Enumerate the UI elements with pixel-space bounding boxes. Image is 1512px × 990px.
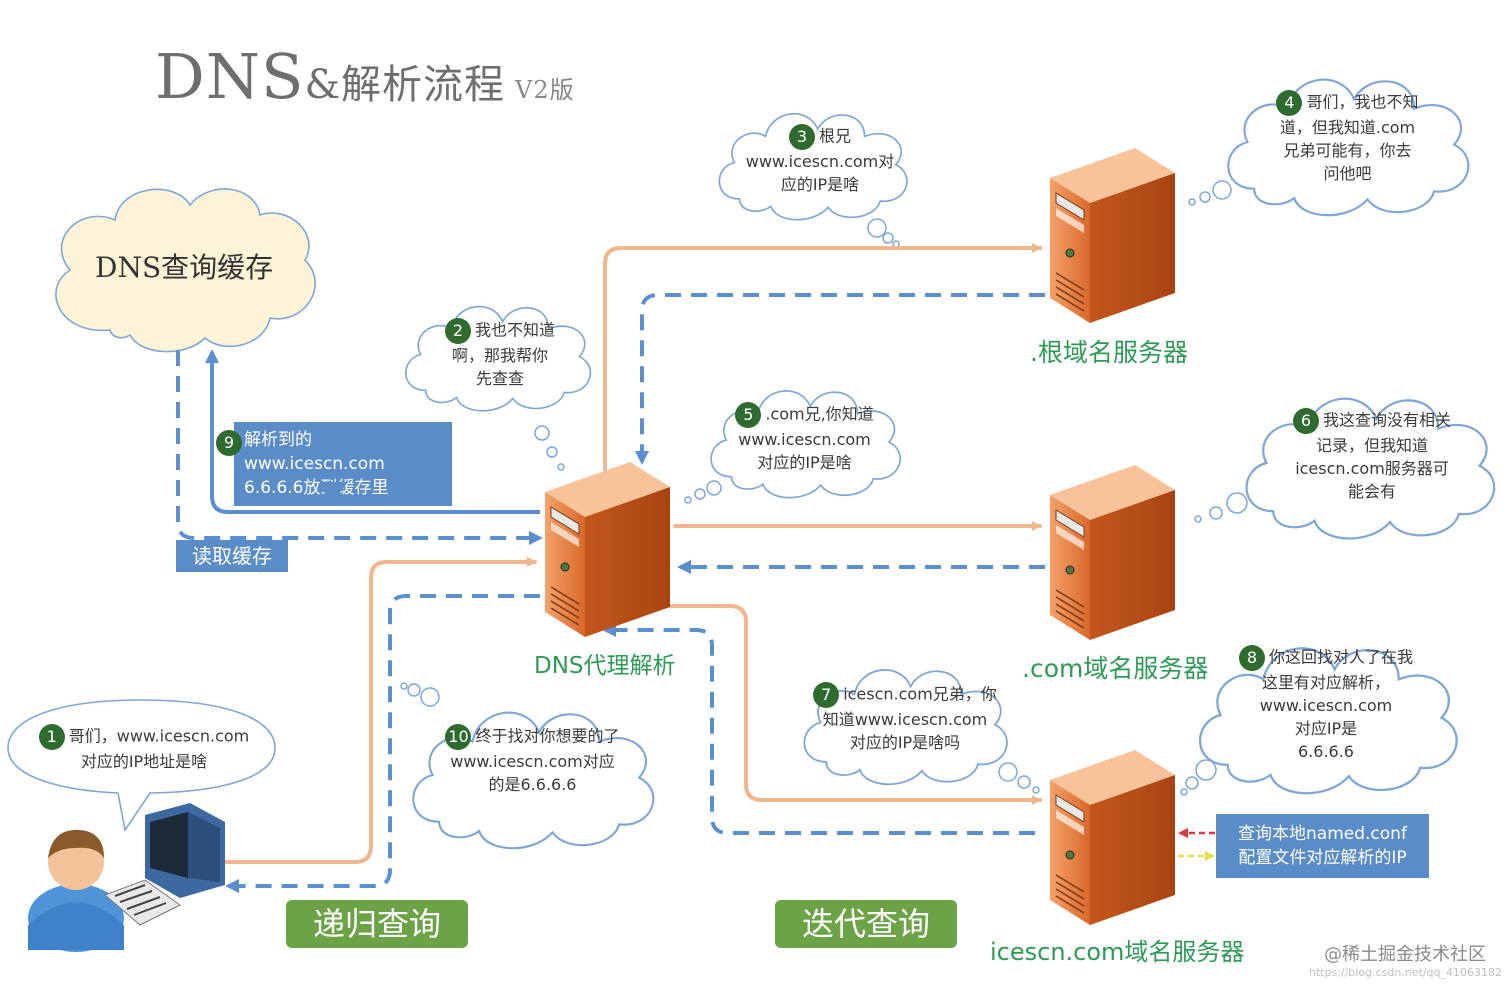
title-subtitle: &解析流程	[304, 62, 506, 108]
bubble-2-line3: 先查查	[475, 369, 524, 388]
arrow-reply-client	[225, 594, 540, 893]
step-8-badge: 8	[1238, 645, 1265, 671]
bubble-10-line3: 的是6.6.6.6	[488, 775, 577, 794]
bubble-2-line2: 啊，那我帮你	[451, 346, 548, 365]
arrow-query-icescn	[668, 604, 1042, 805]
recursive-query-badge: 递归查询	[286, 900, 468, 948]
diagram-title: DNS&解析流程 V2版	[155, 40, 575, 113]
bubble-8-cloud	[1180, 647, 1458, 796]
step-2-badge: 2	[444, 318, 471, 344]
user-icon	[28, 829, 124, 952]
arrow-read-cache	[176, 350, 543, 545]
bubble-7-cloud	[803, 668, 1040, 794]
bubble-1-line2: 对应的IP地址是啥	[80, 752, 208, 771]
arrow-icescn-reply	[602, 623, 1035, 835]
bubble-5-cloud	[684, 390, 902, 504]
bubble-3-line1: 根兄	[818, 126, 851, 146]
bubble-5-line3: 对应的IP是啥	[757, 453, 852, 472]
bubble-5-text: 5.com兄,你知道 www.icescn.com 对应的IP是啥	[712, 402, 897, 474]
bubble-6-line4: 能会有	[1347, 482, 1396, 501]
watermark: @稀土掘金技术社区	[1324, 944, 1486, 965]
root-server-label: .根域名服务器	[1030, 338, 1188, 367]
bubble-8-line5: 6.6.6.6	[1298, 742, 1354, 761]
icescn-server-label: icescn.com域名服务器	[990, 938, 1245, 966]
step-9-box: 9 解析到的www.icescn.com 6.6.6.6放到缓存里	[216, 422, 452, 506]
bubble-8-line2: 这里有对应解析，	[1261, 673, 1390, 692]
bubble-8-line1: 你这回找对人了在我	[1268, 647, 1413, 667]
bubble-7-line3: 对应的IP是啥吗	[849, 733, 961, 752]
named-conf-line1: 查询本地named.conf	[1238, 824, 1407, 844]
arrow-root-reply	[635, 293, 1045, 465]
arrow-query-root	[603, 243, 1042, 472]
cache-label: DNS查询缓存	[95, 251, 274, 284]
bubble-3-line2: www.icescn.com对	[745, 152, 895, 171]
step-5-badge: 5	[735, 402, 762, 428]
bubble-6-cloud	[1194, 397, 1496, 540]
bubble-10-line1: 终于找对你想要的了	[475, 726, 620, 746]
step-7-badge: 7	[813, 682, 840, 708]
proxy-server-icon	[544, 461, 671, 638]
bubble-3-cloud	[718, 112, 908, 248]
bubble-2-line1: 我也不知道	[474, 320, 555, 340]
bubble-10-cloud	[400, 682, 655, 850]
cache-cloud	[55, 188, 316, 353]
bubble-4-line3: 兄弟可能有，你去	[1283, 141, 1412, 160]
read-cache-box: 读取缓存	[176, 540, 288, 572]
arrow-write-cache	[205, 349, 540, 514]
bubble-7-line1: icescn.com兄弟，你	[843, 684, 997, 704]
title-version: V2版	[515, 76, 575, 104]
iterative-query-badge: 迭代查询	[775, 900, 957, 948]
watermark-url: https://blog.csdn.net/qq_41063182	[1308, 966, 1502, 979]
bubble-4-line4: 问他吧	[1323, 164, 1372, 183]
bubble-1-line1: 哥们，www.icescn.com	[68, 726, 250, 746]
bubble-6-line3: icescn.com服务器可	[1295, 459, 1449, 478]
step-9-badge: 9	[216, 430, 242, 456]
bubble-2-cloud	[405, 305, 592, 471]
step-3-badge: 3	[788, 124, 815, 150]
bubble-1-speech	[7, 699, 276, 833]
bubble-4-line1: 哥们，我也不知	[1306, 92, 1419, 112]
named-conf-line2: 配置文件对应解析的IP	[1238, 848, 1407, 868]
bubble-6-line2: 记录，但我知道	[1315, 436, 1428, 455]
com-server-label: .com域名服务器	[1022, 654, 1209, 683]
step-9-line1: 解析到的www.icescn.com	[244, 430, 385, 474]
named-conf-box: 查询本地named.conf 配置文件对应解析的IP	[1216, 814, 1429, 878]
icescn-server-icon	[1049, 749, 1176, 926]
step-4-badge: 4	[1276, 90, 1303, 116]
step-6-badge: 6	[1292, 408, 1319, 434]
step-10-badge: 10	[445, 724, 472, 750]
bubble-5-line1: .com兄,你知道	[765, 404, 874, 424]
step-9-line2: 6.6.6.6放到缓存里	[244, 478, 389, 498]
bubble-6-line1: 我这查询没有相关	[1322, 410, 1451, 430]
com-server-icon	[1049, 464, 1176, 641]
bubble-4-cloud	[1188, 78, 1470, 217]
bubble-5-line2: www.icescn.com	[738, 430, 871, 449]
step-9-box-tail	[320, 482, 348, 506]
root-server-icon	[1049, 147, 1176, 324]
arrow-client-request	[223, 557, 537, 864]
title-dns: DNS	[155, 40, 305, 113]
computer-icon	[104, 803, 225, 926]
bubble-8-line3: www.icescn.com	[1259, 696, 1393, 715]
bubble-10-line2: www.icescn.com对应	[450, 752, 615, 771]
proxy-server-label: DNS代理解析	[534, 653, 676, 679]
bubble-4-line2: 道，但我知道.com	[1279, 118, 1416, 137]
bubble-3-line3: 应的IP是啥	[780, 175, 860, 194]
bubble-8-line4: 对应IP是	[1294, 719, 1358, 738]
step-1-badge: 1	[38, 724, 65, 750]
bubble-7-line2: 知道www.icescn.com	[822, 710, 988, 729]
